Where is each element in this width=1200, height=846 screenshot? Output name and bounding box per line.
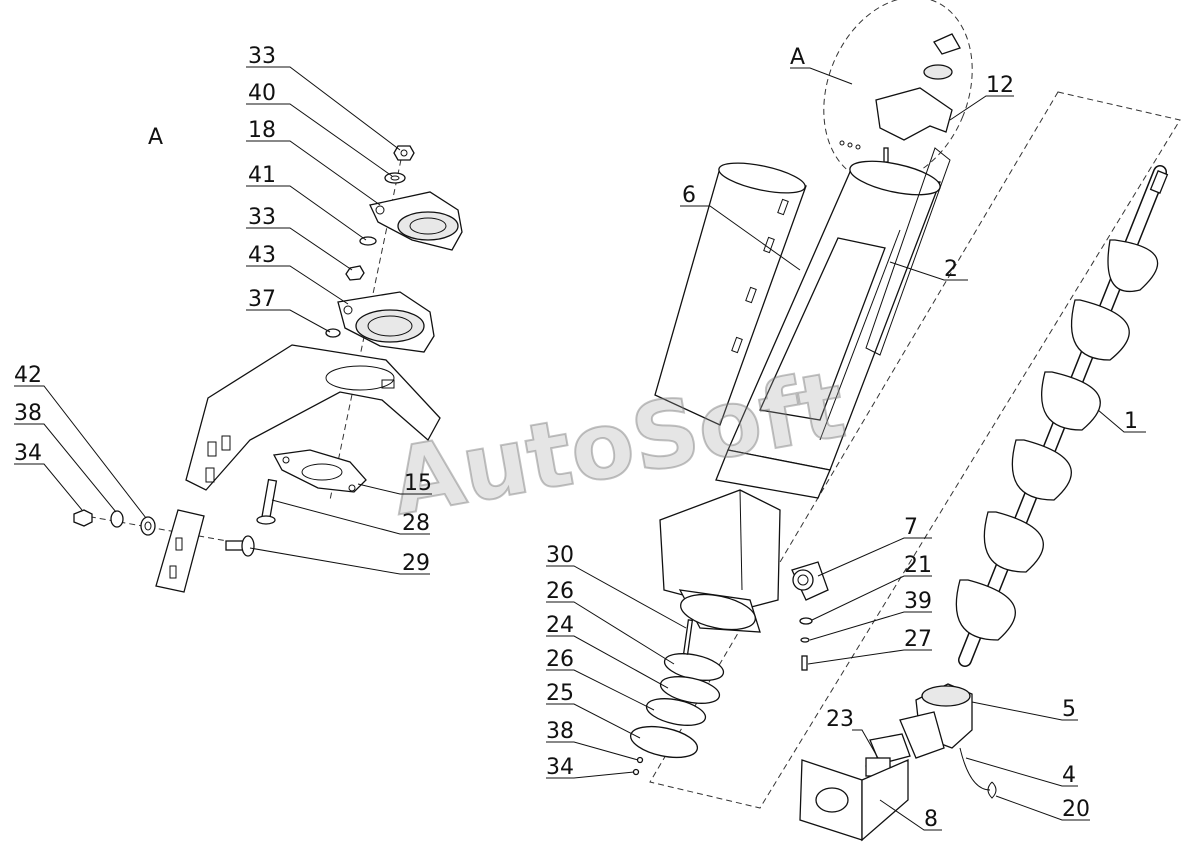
clamp-plate xyxy=(155,509,205,593)
callout-39: 39 xyxy=(904,589,932,614)
callout-34-main: 34 xyxy=(546,755,574,780)
bolt-axis xyxy=(79,514,251,546)
gasket-part-26-lower xyxy=(645,698,707,726)
callout-30: 30 xyxy=(546,543,574,568)
callout-26-lower: 26 xyxy=(546,647,574,672)
gasket-part-25 xyxy=(629,725,699,759)
washer-part-39 xyxy=(800,637,810,643)
callout-1: 1 xyxy=(1124,409,1138,434)
callout-6: 6 xyxy=(682,183,696,208)
washer-part-41 xyxy=(359,236,377,246)
washer-part-40 xyxy=(384,172,406,184)
callout-8: 8 xyxy=(924,807,938,832)
detail-view-marker: A xyxy=(148,125,163,150)
callout-38-main: 38 xyxy=(546,719,574,744)
main-assembly xyxy=(629,0,1181,842)
detail-bubble-a xyxy=(823,0,973,184)
washer-part-21 xyxy=(799,617,813,625)
bolt-part-29 xyxy=(225,535,255,557)
callout-38-left: 38 xyxy=(14,401,42,426)
callout-28: 28 xyxy=(402,511,430,536)
detail-view-a: A xyxy=(73,125,463,593)
washer-part-37 xyxy=(325,328,341,338)
callout-15: 15 xyxy=(404,471,432,496)
pivot-eye-part-7 xyxy=(791,561,829,601)
watermark: AutoSoft xyxy=(384,351,853,536)
gearbox-part-5 xyxy=(869,683,973,765)
callout-29: 29 xyxy=(402,551,430,576)
callout-12: 12 xyxy=(986,73,1014,98)
callout-27: 27 xyxy=(904,627,932,652)
bolt-part-28 xyxy=(256,478,278,525)
wire-part-4 xyxy=(959,747,991,791)
auger-screw-part-1 xyxy=(955,165,1169,667)
auger-tube-part-2 xyxy=(715,147,951,499)
callout-24: 24 xyxy=(546,613,574,638)
auger-envelope xyxy=(649,91,1181,809)
bracket-plate xyxy=(185,344,441,491)
motor-mount-part-8 xyxy=(799,759,909,842)
callout-23: 23 xyxy=(826,707,854,732)
flange-bearing-part-43 xyxy=(337,291,435,353)
callout-40: 40 xyxy=(248,81,276,106)
callout-18: 18 xyxy=(248,118,276,143)
bolt-part-27 xyxy=(801,655,808,671)
inlet-hopper xyxy=(659,489,781,633)
nut-part-34 xyxy=(73,509,93,527)
callout-26-top: 26 xyxy=(546,579,574,604)
main-view-marker: A xyxy=(790,45,805,70)
callout-5: 5 xyxy=(1062,697,1076,722)
callout-43: 43 xyxy=(248,243,276,268)
callout-41: 41 xyxy=(248,163,276,188)
callout-21: 21 xyxy=(904,553,932,578)
clip-part-20 xyxy=(987,781,997,799)
callout-42: 42 xyxy=(14,363,42,388)
callout-33-top: 33 xyxy=(248,44,276,69)
cover-part-6 xyxy=(654,162,807,426)
callout-37: 37 xyxy=(248,287,276,312)
washer-part-38 xyxy=(110,510,124,528)
callout-33-lower: 33 xyxy=(248,205,276,230)
callout-7: 7 xyxy=(904,515,918,540)
bolt-part-30 xyxy=(682,619,694,655)
flange-part-15 xyxy=(272,449,367,493)
washer-part-42 xyxy=(140,516,156,536)
washer-part-38-main xyxy=(636,756,644,764)
flange-bearing-part-18 xyxy=(369,191,463,251)
callout-25: 25 xyxy=(546,681,574,706)
nut-part-34-main xyxy=(632,768,640,776)
callout-34-left: 34 xyxy=(14,441,42,466)
callout-2: 2 xyxy=(944,257,958,282)
callout-20: 20 xyxy=(1062,797,1090,822)
callout-4: 4 xyxy=(1062,763,1076,788)
callouts: 33 40 18 41 33 43 37 42 38 34 15 28 29 A… xyxy=(14,44,1146,832)
